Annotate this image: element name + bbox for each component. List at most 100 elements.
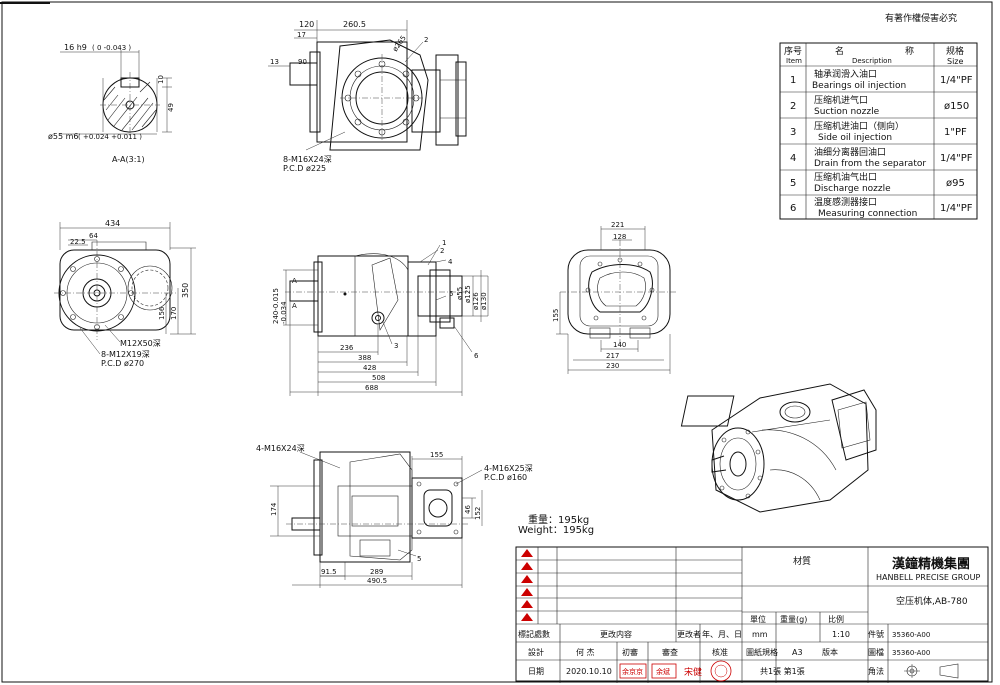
table-row: 6 温度感测器接口 Measuring connection 1/4"PF [790,196,973,219]
callout-1: 1 [442,239,446,247]
svg-text:版本: 版本 [822,647,838,657]
svg-text:64: 64 [89,232,98,240]
svg-text:260.5: 260.5 [343,20,366,29]
svg-text:22.5: 22.5 [70,238,86,246]
svg-text:1/4"PF: 1/4"PF [940,203,973,214]
svg-text:( 0 -0.043 ): ( 0 -0.043 ) [92,44,131,52]
side-view: 240-0.015 -0.034 A A ø55 ø125 ø126 ø130 … [272,239,489,396]
svg-text:2: 2 [424,36,428,44]
svg-text:5: 5 [790,178,796,189]
key-width-dim: 16 h9 [64,43,87,52]
svg-text:压缩机进油口（侧向）: 压缩机进油口（侧向） [814,120,904,132]
svg-text:Drain from the separator: Drain from the separator [814,159,926,169]
svg-text:M12X50深: M12X50深 [120,339,161,348]
svg-text:P.C.D ø160: P.C.D ø160 [484,473,527,482]
svg-text:余斌: 余斌 [656,667,670,676]
table-row: 5 压缩机油气出口 Discharge nozzle ø95 [790,171,965,194]
svg-text:圖檔: 圖檔 [868,647,884,657]
svg-text:3: 3 [790,127,796,138]
svg-text:A: A [292,277,297,285]
svg-text:1"PF: 1"PF [944,127,967,138]
svg-text:155: 155 [552,309,560,322]
svg-text:標記處數: 標記處數 [518,629,550,639]
svg-text:388: 388 [358,354,371,362]
svg-text:490.5: 490.5 [367,577,387,585]
svg-text:90: 90 [298,58,307,66]
svg-text:46: 46 [464,505,472,514]
rear-view: 221 128 155 140 217 230 [552,221,678,374]
svg-text:ø130: ø130 [480,292,488,310]
svg-text:核准: 核准 [712,647,728,657]
ratio-value: 1:10 [832,630,850,639]
svg-text:重量(g): 重量(g) [780,614,807,624]
bottom-view-bolt-note-left: 4-M16X24深 [256,444,305,453]
svg-text:油细分离器回油口: 油细分离器回油口 [814,146,886,158]
top-view: 120 260.5 17 13 90 ø265 2 8-M16X24深 P.C.… [268,20,467,173]
drawing-date: 2020.10.10 [566,667,612,676]
svg-text:更改者: 更改者 [677,629,701,639]
svg-text:428: 428 [363,364,376,372]
svg-text:217: 217 [606,352,619,360]
svg-text:1/4"PF: 1/4"PF [940,75,973,86]
svg-text:434: 434 [105,219,120,228]
svg-text:230: 230 [606,362,619,370]
svg-text:-0.034: -0.034 [280,301,288,324]
svg-text:温度感测器接口: 温度感测器接口 [814,196,877,208]
svg-text:2: 2 [790,101,796,112]
svg-text:ø55: ø55 [456,287,464,300]
svg-text:152: 152 [474,507,482,520]
svg-text:140: 140 [613,341,626,349]
svg-text:比例: 比例 [828,614,844,624]
svg-text:170: 170 [170,307,178,320]
svg-text:压缩机油气出口: 压缩机油气出口 [814,171,877,183]
svg-text:Discharge nozzle: Discharge nozzle [814,184,891,194]
col-size-cn: 规格 [946,45,964,57]
svg-text:Bearings oil injection: Bearings oil injection [812,81,906,91]
top-view-bolt-note: 8-M16X24深 [283,155,332,164]
svg-text:688: 688 [365,384,378,392]
callout-4: 4 [448,258,453,266]
svg-text:ø265: ø265 [391,34,408,53]
callout-3: 3 [394,342,398,350]
svg-text:單位: 單位 [750,614,766,624]
svg-text:P.C.D ø270: P.C.D ø270 [101,359,144,368]
svg-text:240-0.015: 240-0.015 [272,288,280,324]
callout-5: 5 [449,290,453,298]
drawing-name: 空压机体,AB-780 [896,595,968,607]
col-size-en: Size [947,57,964,66]
svg-text:236: 236 [340,344,354,352]
svg-text:4: 4 [790,153,796,164]
svg-text:件號: 件號 [868,629,884,639]
svg-text:Suction nozzle: Suction nozzle [814,107,880,117]
svg-text:120: 120 [299,20,314,29]
section-caption: A-A(3:1) [112,155,145,164]
approval-stamp [619,663,647,679]
unit-value: mm [752,630,768,639]
svg-text:174: 174 [270,502,278,516]
section-view-a-a: 16 h9 ( 0 -0.043 ) ø55 m6 ( +0.024 +0.01… [48,43,175,164]
designer-name: 何 杰 [576,647,595,657]
svg-text:156: 156 [158,306,166,320]
approval-stamp [651,663,677,679]
svg-text:289: 289 [370,568,383,576]
svg-text:轴承润滑入油口: 轴承润滑入油口 [814,68,877,80]
third-angle-projection-icon [904,663,959,679]
weight-cn: 重量：195kg [528,513,589,526]
drawing-number: 35360-A00 [892,649,930,657]
svg-text:ø150: ø150 [944,101,969,112]
svg-text:圖紙規格: 圖紙規格 [746,647,778,657]
svg-text:ø95: ø95 [946,178,965,189]
svg-text:審查: 審查 [662,647,678,657]
svg-text:年、月、日: 年、月、日 [702,629,742,639]
col-item-en: Item [786,57,802,65]
seal-icon [710,660,732,682]
svg-text:設計: 設計 [528,647,544,657]
material-label: 材質 [793,555,811,567]
col-name-en: Description [852,57,892,65]
bottom-view: 155 174 46 152 91.5 289 490.5 5 4-M16X24… [256,444,533,588]
svg-text:221: 221 [611,221,624,229]
svg-text:10: 10 [157,75,165,84]
col-name-cn-2: 称 [905,45,914,57]
svg-text:余京京: 余京京 [622,667,643,676]
